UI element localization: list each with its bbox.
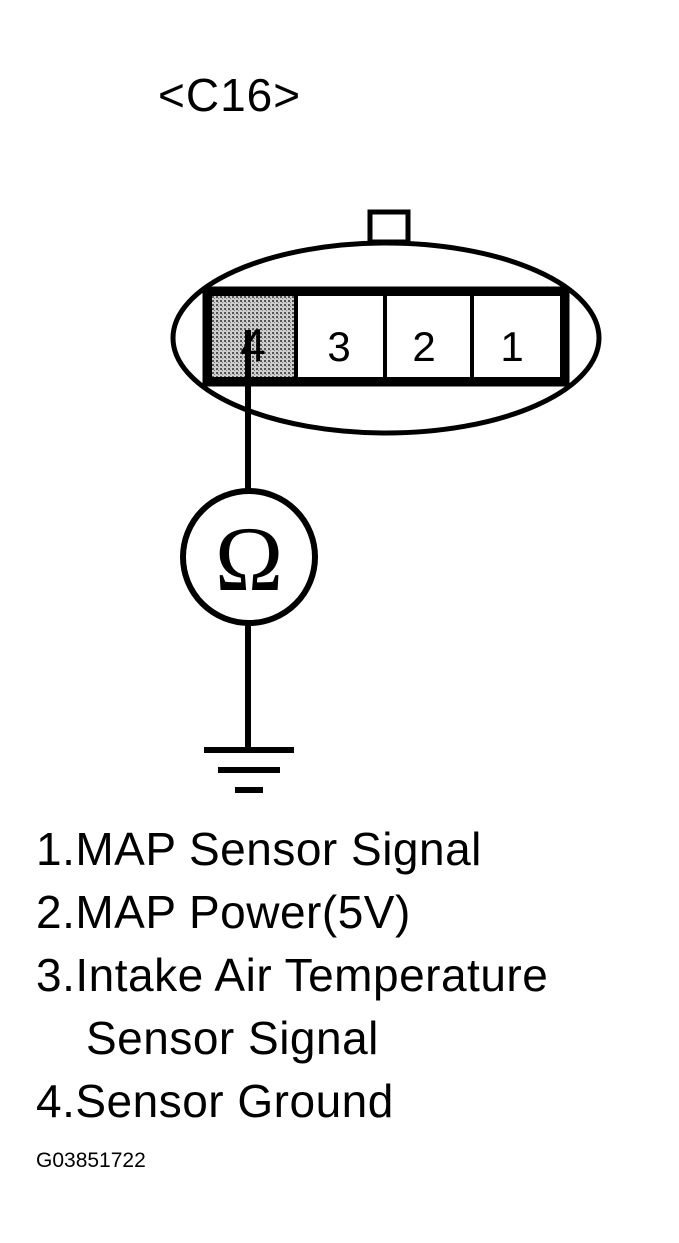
legend-item-1: 1.MAP Sensor Signal	[36, 823, 482, 875]
pin-cell-1: 1	[470, 292, 564, 381]
pin-label-2: 2	[412, 323, 435, 370]
connector-latch	[367, 209, 411, 245]
legend-item-2: 2.MAP Power(5V)	[36, 886, 411, 938]
pin-cell-3: 3	[294, 292, 387, 381]
ohmmeter-icon: Ω	[180, 488, 318, 626]
pin-cell-4: 4	[208, 292, 298, 381]
pin-label-4: 4	[240, 319, 266, 371]
ground-symbol-icon	[204, 747, 294, 793]
pin-legend: 1.MAP Sensor Signal 2.MAP Power(5V) 3.In…	[36, 818, 676, 1133]
pin-cell-2: 2	[383, 292, 474, 381]
legend-item-4: 4.Sensor Ground	[36, 1075, 394, 1127]
legend-item-3: 3.Intake Air Temperature	[36, 949, 549, 1001]
legend-item-3-continued: Sensor Signal	[86, 1012, 379, 1064]
ohm-symbol: Ω	[215, 508, 283, 610]
connector-label: <C16>	[158, 69, 302, 121]
figure-code: G03851722	[36, 1149, 146, 1172]
pin-label-3: 3	[327, 323, 350, 370]
pin-label-1: 1	[500, 323, 523, 370]
